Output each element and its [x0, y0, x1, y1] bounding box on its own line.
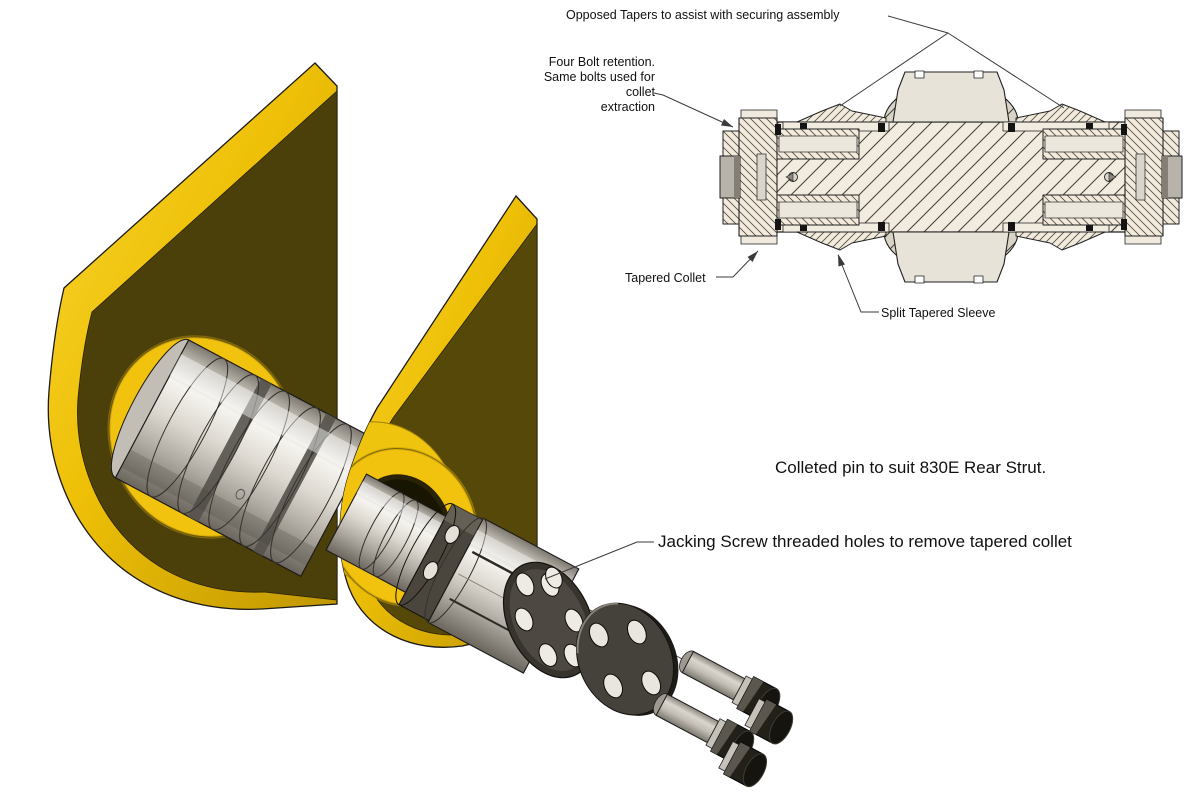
- leader-tapered-collet: [716, 250, 759, 278]
- retainer-plate: [575, 602, 679, 716]
- exploded-3d-model: [47, 62, 794, 788]
- callout-four-bolt-line2: Same bolts used for collet: [543, 70, 655, 99]
- section-left-collet: [719, 109, 860, 245]
- section-right-collet: [1042, 109, 1183, 245]
- section-sleeve-cap-top: [892, 70, 1010, 123]
- cross-section-view: [719, 70, 1183, 284]
- callout-jacking-screw: Jacking Screw threaded holes to remove t…: [658, 532, 1072, 551]
- section-seals: [800, 123, 1093, 231]
- pin-mid-sleeve: [110, 338, 375, 578]
- bolt-upper: [679, 650, 794, 745]
- callout-split-tapered-sleeve: Split Tapered Sleeve: [881, 306, 996, 320]
- leader-opposed-tapers: [839, 15, 1065, 109]
- leader-jacking-screw: [544, 541, 654, 580]
- callout-tapered-collet: Tapered Collet: [625, 271, 706, 285]
- callout-four-bolt-line3: extraction: [600, 100, 655, 114]
- callout-four-bolt: Four Bolt retention. Same bolts used for…: [520, 55, 655, 115]
- retention-bolts: [652, 650, 794, 788]
- leader-four-bolt: [653, 92, 734, 128]
- callout-four-bolt-line1: Four Bolt retention.: [548, 55, 655, 69]
- figure-caption: Colleted pin to suit 830E Rear Strut.: [775, 458, 1047, 477]
- callout-opposed-tapers: Opposed Tapers to assist with securing a…: [566, 8, 840, 22]
- section-sleeve-cap-bottom: [892, 231, 1010, 284]
- leader-lines: [544, 15, 1065, 580]
- bolt-lower: [652, 693, 768, 788]
- section-opposed-tapers: [796, 103, 1106, 251]
- leader-split-sleeve: [837, 254, 879, 313]
- retainer-plate-holes: [588, 619, 662, 699]
